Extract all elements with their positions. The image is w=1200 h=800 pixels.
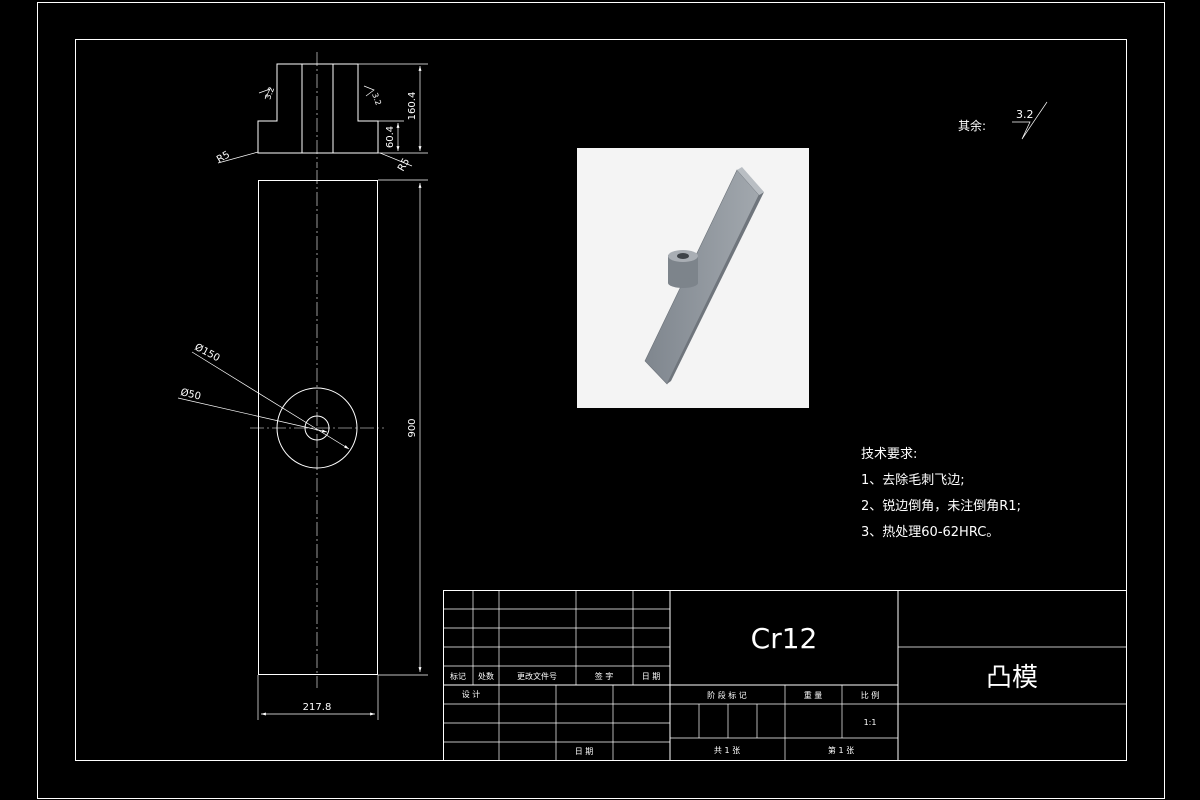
dia-inner-text: Ø50 bbox=[179, 386, 202, 402]
rev-header-date: 日 期 bbox=[642, 672, 661, 681]
render-3d-view bbox=[577, 148, 809, 408]
bar-side-face bbox=[667, 192, 764, 384]
tech-req-item: 3、热处理60-62HRC。 bbox=[861, 525, 999, 540]
bar-top-face bbox=[737, 167, 764, 195]
radius-left-text: R5 bbox=[215, 149, 232, 165]
tech-requirements: 技术要求: 1、去除毛刺飞边; 2、锐边倒角，未注倒角R1; 3、热处理60-6… bbox=[861, 447, 1021, 540]
dim-step-text: 60.4 bbox=[385, 126, 396, 148]
sheets-total: 共 1 张 bbox=[714, 746, 740, 755]
boss-bore bbox=[677, 253, 689, 259]
roughness-note: 其余: 3.2 bbox=[958, 101, 1048, 140]
roughness-symbol bbox=[1012, 101, 1048, 140]
outer-border bbox=[37, 2, 1165, 799]
section-left-half bbox=[257, 63, 303, 154]
bore-circle-inner bbox=[304, 415, 330, 441]
scale-value: 1:1 bbox=[864, 718, 877, 727]
design-label: 设 计 bbox=[462, 689, 481, 699]
section-view: 160.4 60.4 R5 R5 3.2 3.2 bbox=[215, 52, 428, 174]
material-text: Cr12 bbox=[751, 622, 818, 655]
roughness-note-value: 3.2 bbox=[1016, 108, 1034, 121]
main-outline bbox=[258, 180, 378, 675]
radius-right-text: R5 bbox=[396, 156, 412, 173]
tech-req-item: 2、锐边倒角，未注倒角R1; bbox=[861, 499, 1021, 514]
boss-bottom bbox=[668, 278, 698, 288]
rev-header-mark: 标记 bbox=[450, 671, 466, 681]
rev-header-doc: 更改文件号 bbox=[517, 671, 557, 681]
section-roughness-right: 3.2 bbox=[370, 92, 383, 107]
tech-req-title: 技术要求: bbox=[861, 447, 917, 462]
dim-height-text: 160.4 bbox=[407, 92, 418, 121]
rev-header-count: 处数 bbox=[478, 671, 494, 681]
part-name-text: 凸模 bbox=[986, 663, 1038, 693]
dim-length-text: 900 bbox=[407, 418, 418, 437]
roughness-note-label: 其余: bbox=[958, 118, 986, 133]
tech-req-item: 1、去除毛刺飞边; bbox=[861, 473, 965, 488]
title-block: 标记 处数 更改文件号 签 字 日 期 设 计 日 期 Cr12 阶 段 标 记… bbox=[443, 590, 1127, 761]
main-view: Ø150 Ø50 900 217.8 bbox=[177, 170, 428, 720]
sheet-number: 第 1 张 bbox=[828, 745, 854, 755]
boss-circle-outer bbox=[276, 387, 358, 469]
rev-header-sign: 签 字 bbox=[595, 671, 614, 681]
date-label: 日 期 bbox=[575, 747, 594, 756]
section-right-half bbox=[332, 63, 379, 154]
scale-label: 比 例 bbox=[861, 690, 880, 700]
section-roughness-left: 3.2 bbox=[263, 86, 276, 101]
weight-label: 重 量 bbox=[804, 690, 823, 700]
dim-width-text: 217.8 bbox=[303, 702, 332, 713]
stage-label: 阶 段 标 记 bbox=[707, 690, 747, 700]
dia-outer-text: Ø150 bbox=[193, 341, 222, 364]
